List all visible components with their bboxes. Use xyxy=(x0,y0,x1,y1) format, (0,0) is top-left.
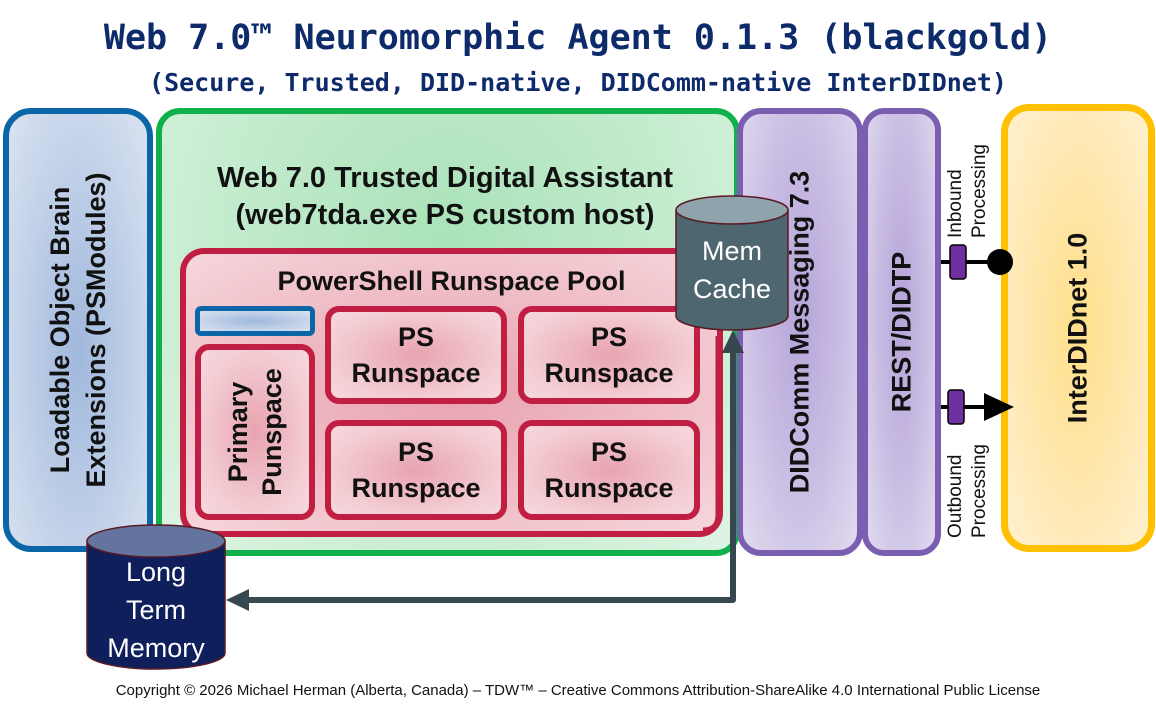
mem-cache-label: Mem Cache xyxy=(674,232,790,308)
ps-runspace-line2: Runspace xyxy=(351,473,481,503)
ps-runspace-line2: Runspace xyxy=(544,358,674,388)
long-term-memory-label: Long Term Memory xyxy=(85,553,227,667)
mem-cache-line2: Cache xyxy=(692,274,772,304)
didcomm-messaging-box: DIDComm Messaging 7.3 xyxy=(737,108,863,556)
diagram-subtitle: (Secure, Trusted, DID-native, DIDComm-na… xyxy=(149,68,1007,97)
ps-runspace-line1: PS xyxy=(397,437,435,467)
ps-runspace-box: PS Runspace xyxy=(325,306,507,404)
inbound-line2: Processing xyxy=(969,144,990,238)
tda-title-line2: (web7tda.exe PS custom host) xyxy=(235,199,655,231)
ps-runspace-label: PS Runspace xyxy=(331,319,501,391)
inbound-processing-label: Inbound Processing xyxy=(944,144,992,238)
ps-runspace-line1: PS xyxy=(590,437,628,467)
outbound-filter-icon xyxy=(947,389,965,425)
ps-runspace-line2: Runspace xyxy=(351,358,481,388)
pool-module-bar xyxy=(195,306,315,336)
copyright-footer: Copyright © 2026 Michael Herman (Alberta… xyxy=(115,682,1041,699)
long-term-memory-cylinder: Long Term Memory xyxy=(85,523,227,673)
memory-loop-line xyxy=(240,345,736,603)
interdidnet-box: InterDIDnet 1.0 xyxy=(1001,104,1155,552)
inbound-filter-icon xyxy=(949,244,967,280)
runspace-pool-title: PowerShell Runspace Pool xyxy=(277,266,626,296)
ps-runspace-line1: PS xyxy=(590,322,628,352)
long-term-memory-line3: Memory xyxy=(107,633,205,663)
arrow-up-to-mem-cache-icon xyxy=(722,330,744,353)
ps-runspace-line2: Runspace xyxy=(544,473,674,503)
ps-runspace-label: PS Runspace xyxy=(524,319,694,391)
arrow-left-to-long-term-memory-icon xyxy=(226,589,249,611)
inbound-line1: Inbound xyxy=(945,169,966,238)
long-term-memory-shape xyxy=(86,524,226,670)
tda-title: Web 7.0 Trusted Digital Assistant (web7t… xyxy=(160,160,730,234)
ps-runspace-box: PS Runspace xyxy=(325,420,507,520)
long-term-memory-line2: Term xyxy=(126,595,186,625)
rest-didtp-box: REST/DIDTP xyxy=(862,108,941,556)
inbound-endpoint-dot-icon xyxy=(987,249,1013,275)
ps-runspace-box: PS Runspace xyxy=(518,306,700,404)
ps-runspace-label: PS Runspace xyxy=(524,434,694,506)
outbound-line2: Processing xyxy=(969,444,990,538)
outbound-line1: Outbound xyxy=(945,454,966,538)
mem-cache-cylinder: Mem Cache xyxy=(674,194,790,334)
tda-title-line1: Web 7.0 Trusted Digital Assistant xyxy=(216,162,674,194)
mem-cache-shape xyxy=(675,195,789,331)
outbound-processing-label: Outbound Processing xyxy=(944,444,992,538)
brain-extensions-box: Loadable Object Brain Extensions (PSModu… xyxy=(3,108,153,552)
ps-runspace-line1: PS xyxy=(397,322,435,352)
outbound-arrow-icon xyxy=(984,393,1014,421)
long-term-memory-line1: Long xyxy=(125,557,187,587)
diagram-title: Web 7.0™ Neuromorphic Agent 0.1.3 (black… xyxy=(103,18,1053,58)
pool-right-border-segment xyxy=(702,336,721,533)
primary-runspace-box: Primary Punspace xyxy=(195,344,315,520)
ps-runspace-box: PS Runspace xyxy=(518,420,700,520)
ps-runspace-label: PS Runspace xyxy=(331,434,501,506)
mem-cache-line1: Mem xyxy=(702,236,762,266)
